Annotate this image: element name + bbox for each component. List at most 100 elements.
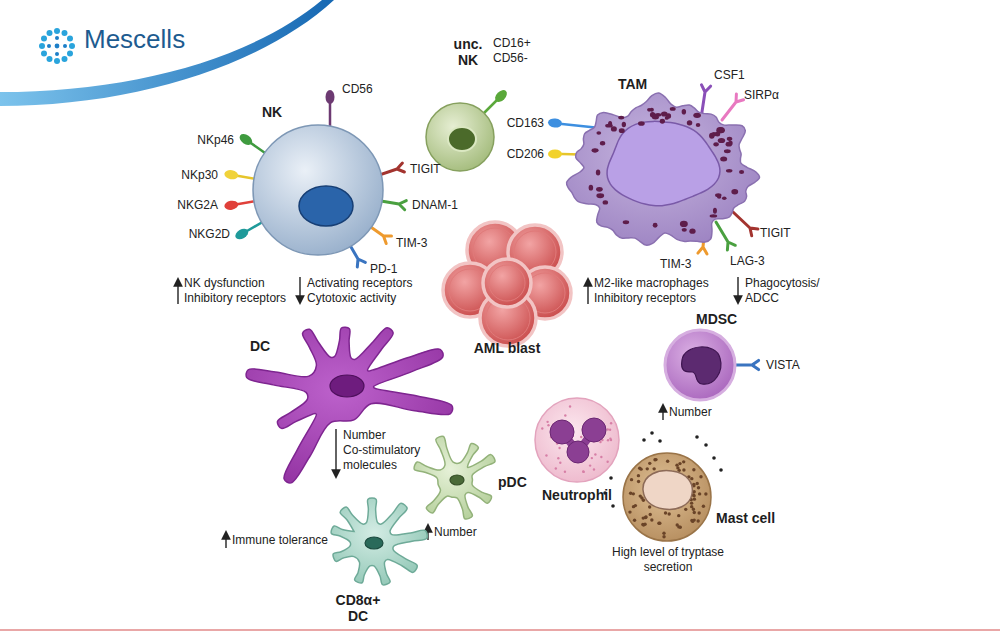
granule [646,467,649,470]
granule [589,464,591,466]
cell-nucleus [330,375,364,397]
granule [682,109,686,115]
annotation-text: Cytotoxic activity [307,291,432,306]
granule [564,414,566,416]
logo-icon [55,36,59,40]
cell-name: Mast cell [716,510,786,526]
receptor-label: TIM-3 [660,257,700,272]
granule [644,515,647,518]
granule [670,107,676,111]
granule [724,149,731,153]
annotation-text: Number [434,525,484,540]
granule [720,157,727,162]
cell-name: unc. NK [446,36,490,68]
receptor-label: CD56 [342,82,382,97]
trend-arrow [737,277,738,303]
granule [704,492,707,495]
granule [652,467,655,470]
granule [726,142,733,147]
header-swoosh [0,0,334,106]
granule [662,535,665,538]
granule [658,522,661,525]
cell-name: DC [250,338,280,354]
cell-name: AML blast [457,340,557,356]
granule [600,456,602,458]
receptor [224,200,239,211]
trend-arrow [225,532,226,548]
granule [675,463,678,466]
cell-nucleus [567,441,589,463]
granule [547,424,549,426]
secreted-tryptase [695,435,699,439]
receptor [224,169,239,180]
cell-name: TAM [618,76,658,92]
annotation-text: Activating receptors [307,276,432,291]
cell-node: unc. NK [420,32,500,174]
granule [623,220,629,224]
granule [679,526,682,529]
granule [632,492,635,495]
receptor [224,85,759,370]
receptor-label: NKp30 [158,168,218,183]
receptor-label: SIRPα [744,88,789,103]
logo-icon [39,43,45,49]
granule [594,453,596,455]
granule [667,512,670,515]
granule [698,492,701,495]
secreted-tryptase [704,443,708,447]
granule [618,116,624,120]
cell-illustration [246,327,453,483]
cell-name: MDSC [696,311,746,327]
granule [687,120,692,125]
cell-node: CD8α+ DC [320,496,430,628]
granule [639,494,642,497]
granule [555,467,557,469]
granule [596,187,603,192]
granule [690,519,693,522]
granule [558,447,560,449]
granule [678,462,681,465]
granule [593,468,595,470]
annotation-text: M2-like macrophages [594,276,724,291]
cell-body [253,125,383,255]
granule [677,514,680,517]
logo-icon [69,43,75,49]
granule [649,513,652,516]
cell-nucleus [450,475,464,485]
granule [693,113,701,118]
cell-nucleus [365,537,383,549]
logo-icon [47,56,53,62]
granule [592,148,599,152]
trend-arrow [335,429,336,477]
trend-arrow [662,405,663,420]
cell-illustration [665,330,735,400]
granule [690,477,693,480]
cell-illustration [600,428,780,545]
trend-arrow [587,279,588,304]
cell-nucleus [582,418,606,442]
receptor-label: NKG2D [170,227,230,242]
cell-name: CD8α+ DC [334,592,382,624]
cell-name: pDC [498,474,533,490]
granule [691,520,694,523]
granule [653,223,658,228]
granule [662,532,665,535]
logo-icon [47,30,53,36]
granule [605,124,613,128]
cell-nucleus [299,186,353,226]
trend-arrow [177,279,178,304]
granule [682,460,685,463]
granule [699,475,702,478]
granule [582,471,584,473]
annotation-text: Inhibitory receptors [594,291,724,306]
granule [596,193,604,198]
cell-body [623,453,711,541]
granule [557,457,559,459]
receptor-label: DNAM-1 [412,198,462,213]
receptor-label: CD206 [484,147,544,162]
granule [727,137,732,141]
granule [666,460,669,463]
granule [657,522,660,525]
granule [630,478,633,481]
